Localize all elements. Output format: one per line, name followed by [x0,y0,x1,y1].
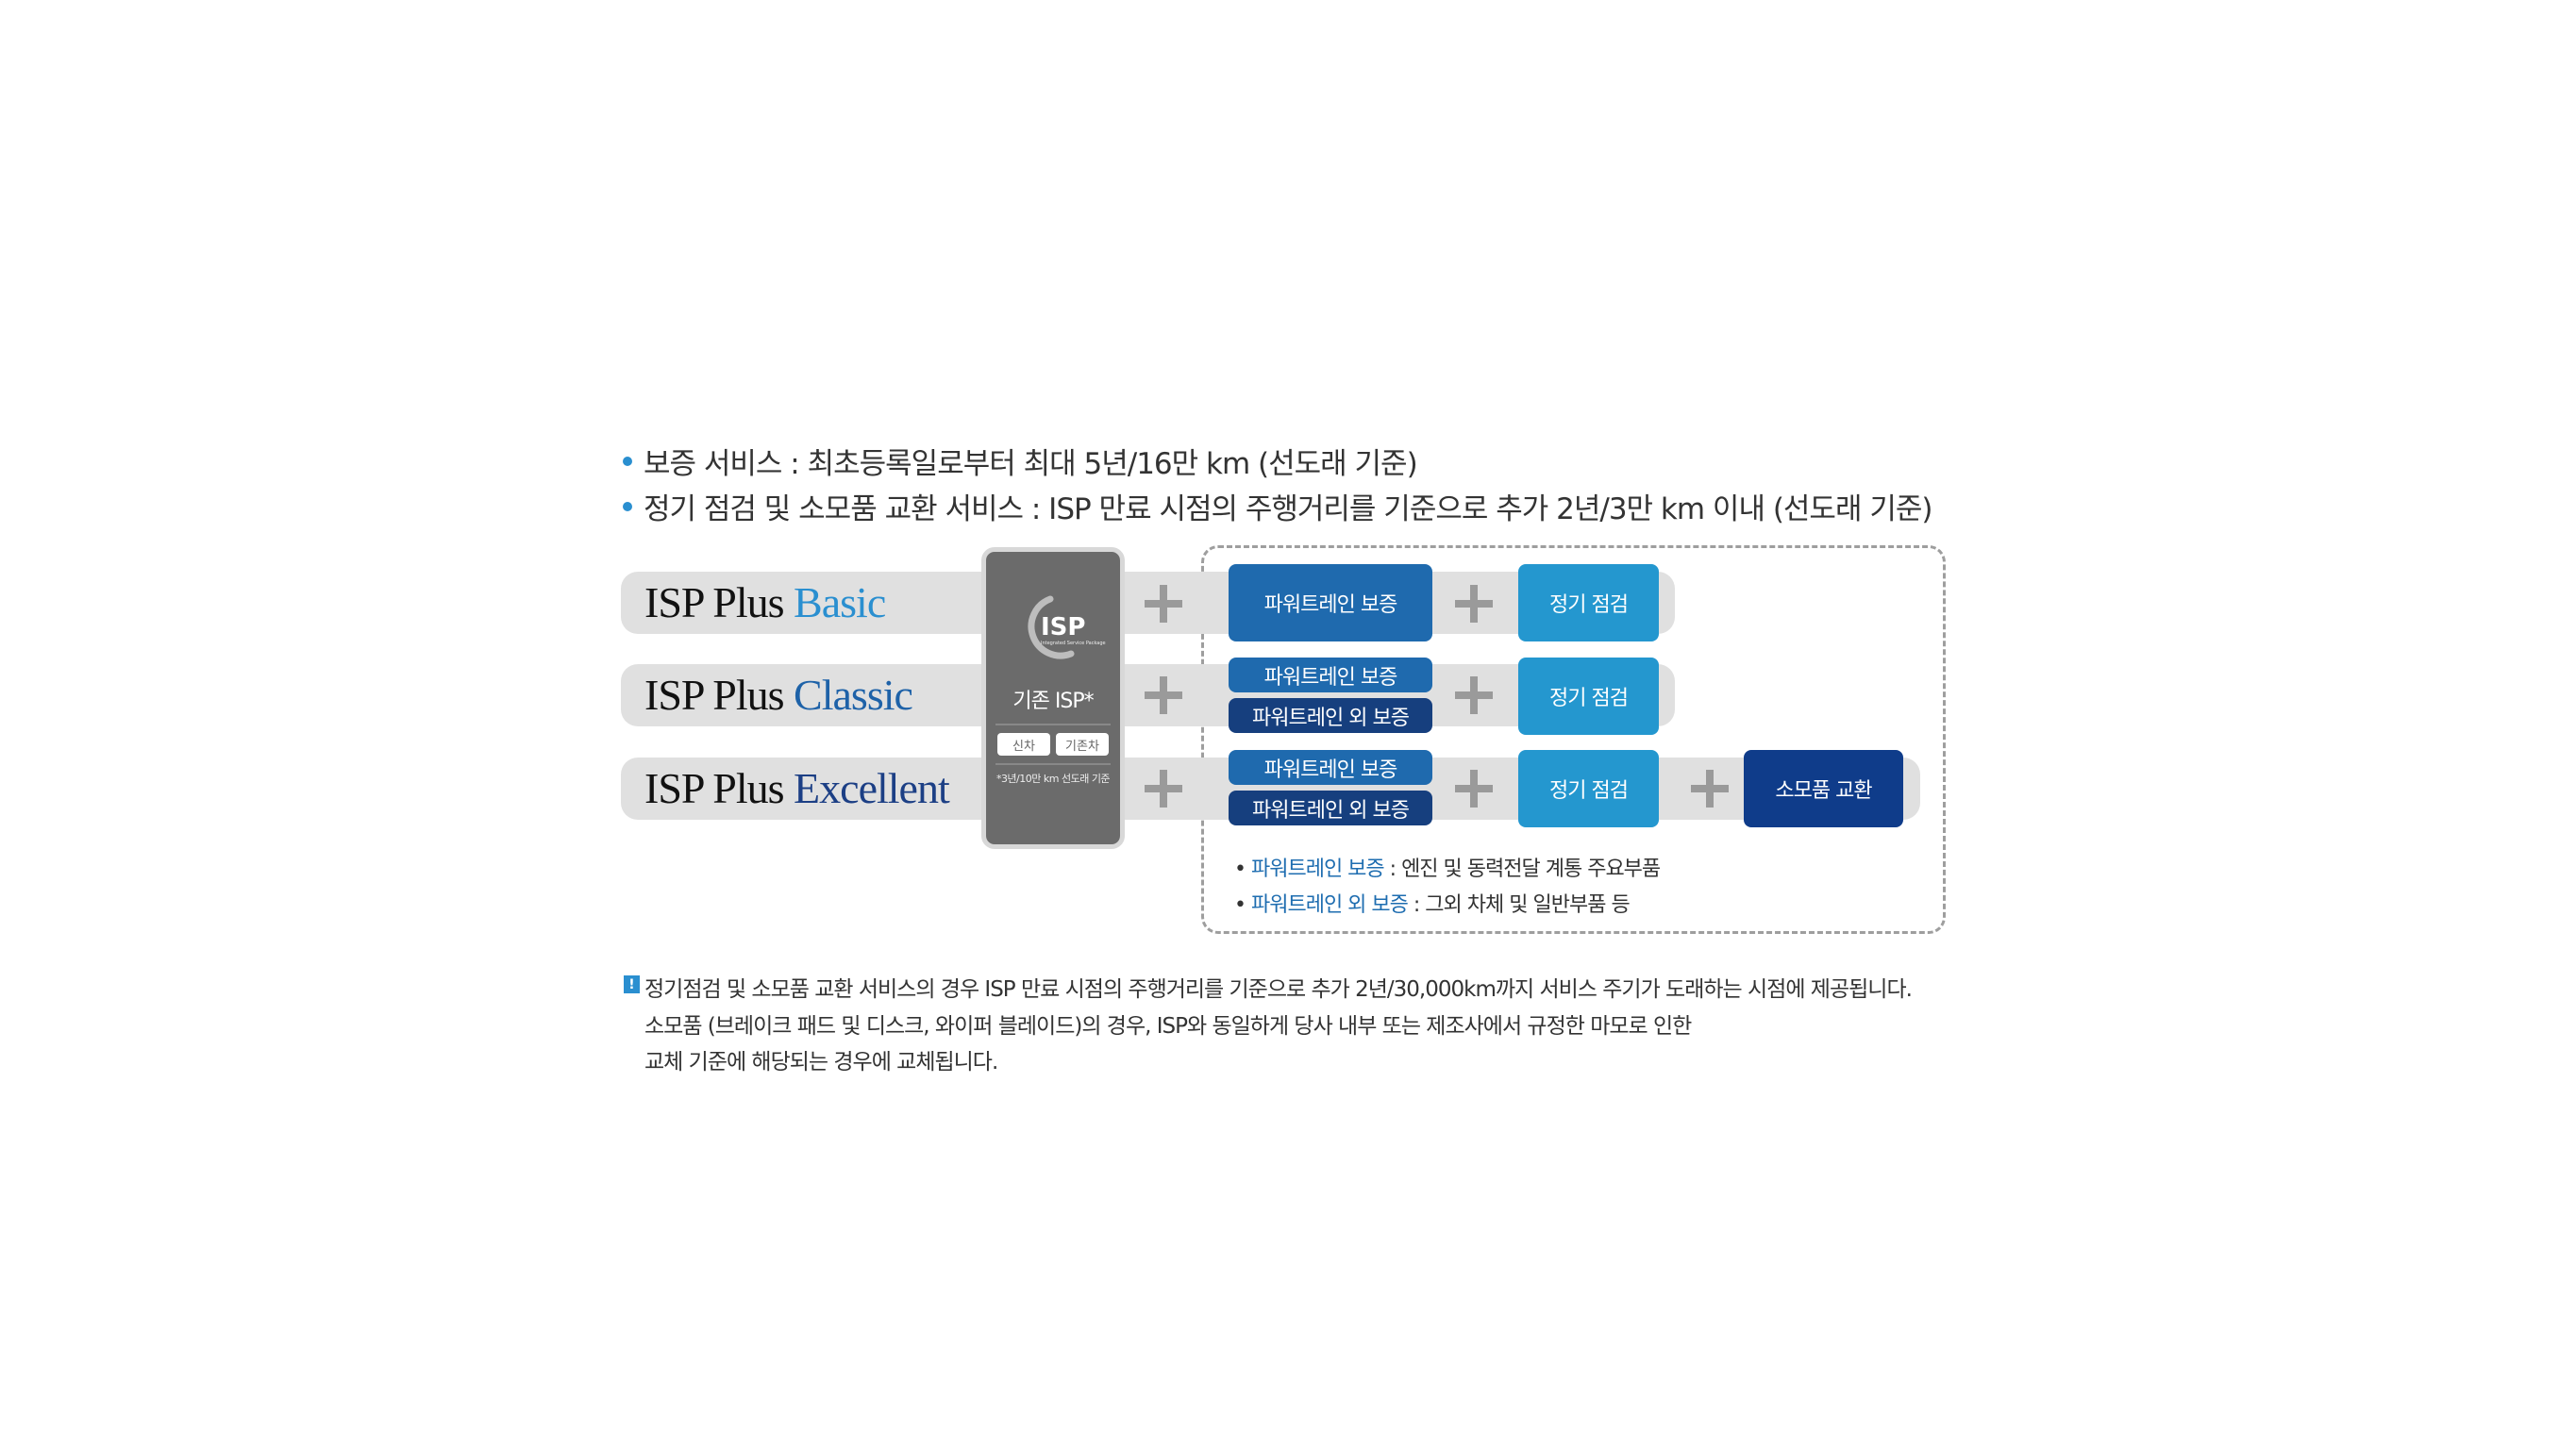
service-consumables: 소모품 교환 [1744,750,1903,827]
summary-text: 정기 점검 및 소모품 교환 서비스 : ISP 만료 시점의 주행거리를 기준… [644,492,1932,526]
service-non-powertrain: 파워트레인 외 보증 [1229,791,1432,825]
legend-key: 파워트레인 보증 [1250,858,1385,881]
plus-icon [1691,770,1729,808]
plan-name: Excellent [794,764,950,812]
plan-name: Basic [794,578,886,626]
plan-prefix: ISP Plus [644,671,785,719]
bullet-dot-icon: • [1234,858,1251,881]
summary-item-warranty: 보증 서비스 : 최초등록일로부터 최대 5년/16만 km (선도래 기준) [623,440,1418,482]
service-non-powertrain: 파워트레인 외 보증 [1229,698,1432,733]
service-inspection: 정기 점검 [1518,564,1659,641]
notice-line-1: 정기점검 및 소모품 교환 서비스의 경우 ISP 만료 시점의 주행거리를 기… [644,977,1913,1002]
notice-line-2: 소모품 (브레이크 패드 및 디스크, 와이퍼 블레이드)의 경우, ISP와 … [644,1014,1692,1039]
legend-powertrain: • 파워트레인 보증 : 엔진 및 동력전달 계통 주요부품 [1234,852,1662,882]
plus-icon [1455,676,1493,714]
base-isp-title: 기존 ISP* [1012,690,1094,713]
service-powertrain: 파워트레인 보증 [1229,658,1432,692]
extended-services-region [1201,545,1946,934]
svg-text:ISP: ISP [1041,613,1085,641]
summary-item-maintenance: 정기 점검 및 소모품 교환 서비스 : ISP 만료 시점의 주행거리를 기준… [623,485,1932,527]
bullet-dot-icon [623,456,632,466]
plus-icon [1455,585,1493,623]
plus-icon [1145,770,1182,808]
service-inspection: 정기 점검 [1518,658,1659,735]
service-powertrain: 파워트레인 보증 [1229,750,1432,785]
bullet-dot-icon: • [1234,893,1251,917]
plan-name: Classic [794,671,913,719]
notice-line-3: 교체 기준에 해당되는 경우에 교체됩니다. [644,1050,998,1074]
service-powertrain: 파워트레인 보증 [1229,564,1432,641]
divider [995,724,1111,725]
base-isp-card: ISP Integrated Service Package 기존 ISP* 신… [981,547,1125,849]
plan-prefix: ISP Plus [644,578,785,626]
bullet-dot-icon [623,501,632,511]
legend-desc: : 그외 차체 및 일반부품 등 [1407,893,1631,917]
plan-prefix: ISP Plus [644,764,785,812]
legend-key: 파워트레인 외 보증 [1250,893,1409,917]
plus-icon [1145,585,1182,623]
isp-logo-icon: ISP Integrated Service Package [1028,595,1106,659]
summary-text: 보증 서비스 : 최초등록일로부터 최대 5년/16만 km (선도래 기준) [644,447,1418,481]
plan-label-classic: ISP Plus Classic [644,670,913,720]
plan-label-basic: ISP Plus Basic [644,577,886,627]
legend-non-powertrain: • 파워트레인 외 보증 : 그외 차체 및 일반부품 등 [1234,888,1631,918]
tag-existing-car: 기존차 [1056,733,1109,756]
base-isp-footnote: *3년/10만 km 선도래 기준 [995,773,1111,785]
notice-icon: ! [624,975,640,993]
plus-icon [1145,676,1182,714]
plus-icon [1455,770,1493,808]
divider [995,763,1111,765]
plan-label-excellent: ISP Plus Excellent [644,763,950,813]
service-inspection: 정기 점검 [1518,750,1659,827]
tag-new-car: 신차 [997,733,1050,756]
legend-desc: : 엔진 및 동력전달 계통 주요부품 [1383,858,1662,881]
svg-text:Integrated Service Package: Integrated Service Package [1041,641,1106,646]
